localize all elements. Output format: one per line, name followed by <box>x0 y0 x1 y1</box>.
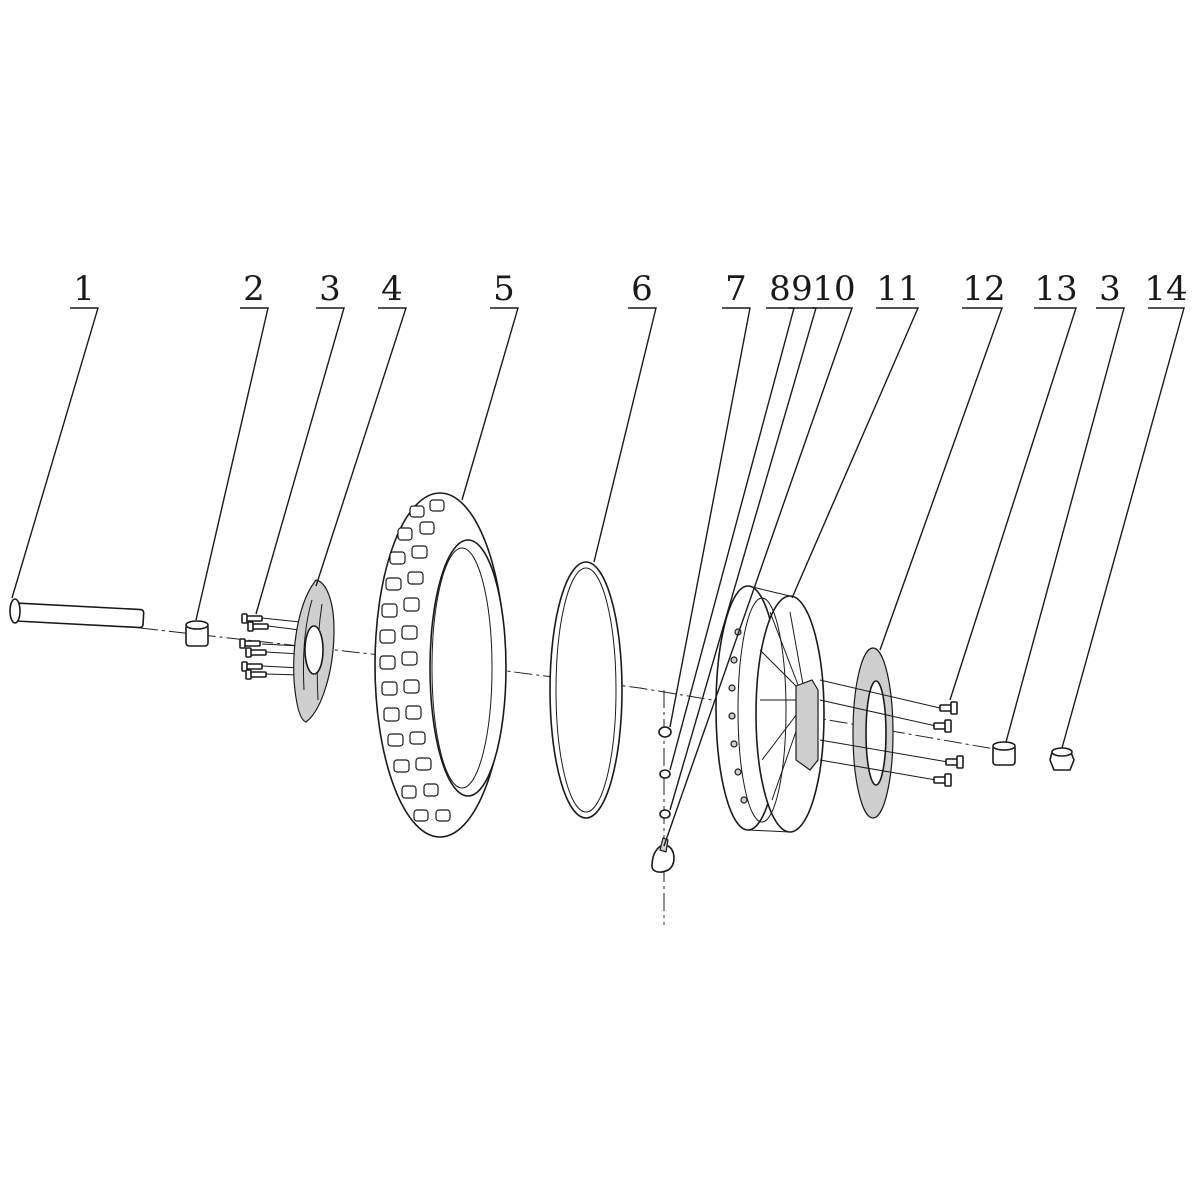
rim-band <box>549 561 623 819</box>
callout-7: 7 <box>725 269 747 309</box>
callout-4: 4 <box>381 269 403 309</box>
callout-1: 1 <box>73 269 95 309</box>
callout-3: 3 <box>319 269 341 309</box>
sprocket <box>852 647 894 819</box>
callout-6: 6 <box>631 269 653 309</box>
wheel-rim <box>715 585 825 833</box>
callout-8: 8 <box>769 269 791 309</box>
brake-disc <box>293 579 335 723</box>
callout-3-right: 3 <box>1099 269 1121 309</box>
tire-tread-lugs <box>379 499 451 822</box>
spacer-right <box>992 741 1016 766</box>
spoke-nipples <box>728 628 748 804</box>
spacer-left <box>185 620 209 647</box>
valve-washer <box>659 769 671 779</box>
valve-cap <box>659 809 671 819</box>
axle <box>9 598 145 629</box>
tire <box>374 492 507 838</box>
axle-nut <box>1049 747 1075 771</box>
inner-tube-valve <box>651 837 675 873</box>
callout-labels: 1 2 3 4 5 6 7 8 9 10 11 12 13 3 14 <box>73 269 1187 309</box>
spokes <box>759 611 805 801</box>
callout-9: 9 <box>791 269 813 309</box>
leader-lines <box>11 307 1185 847</box>
callout-5: 5 <box>493 269 515 309</box>
brake-disc-bolts <box>239 613 301 680</box>
callout-13: 13 <box>1034 269 1077 309</box>
callout-12: 12 <box>962 269 1005 309</box>
sprocket-bolts <box>819 679 964 787</box>
callout-2: 2 <box>243 269 265 309</box>
valve-nut <box>658 726 672 738</box>
callout-14: 14 <box>1144 269 1187 309</box>
callout-10: 10 <box>812 269 855 309</box>
callout-11: 11 <box>876 269 919 309</box>
